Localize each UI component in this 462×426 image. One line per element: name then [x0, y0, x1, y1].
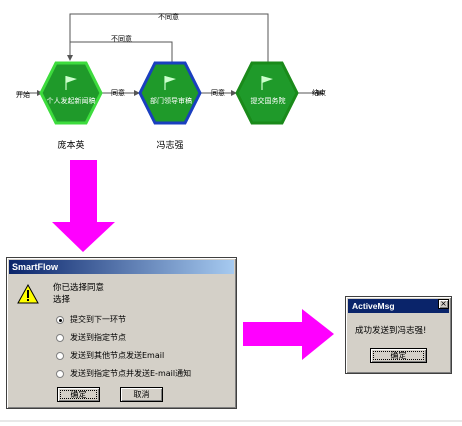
radio-button[interactable]	[56, 333, 64, 342]
node-2-hexagon	[138, 61, 202, 125]
option-other-node-email[interactable]: 发送到其他节点发送Email	[56, 350, 191, 368]
flag-icon	[261, 76, 273, 90]
activemsg-dialog: ActiveMsg × 成功发送到冯志强! 确定	[345, 296, 452, 374]
option-label: 发送到指定节点并发送E-mail通知	[70, 369, 192, 378]
option-specified-node-email[interactable]: 发送到指定节点并发送E-mail通知	[56, 368, 191, 386]
node-3-hexagon	[235, 61, 299, 125]
node-2-person: 冯志强	[156, 139, 183, 151]
ok-button[interactable]: 确定	[57, 387, 100, 402]
smartflow-dialog: SmartFlow 你已选择同意 选择 提交到下一环节 发送到指定节点 发送到其…	[6, 257, 237, 409]
reject-label-inner: 不同意	[111, 34, 132, 43]
node-3-label: 提交国务院	[251, 96, 286, 105]
radio-button[interactable]	[56, 315, 64, 324]
dialog-question: 你已选择同意 选择	[53, 282, 104, 306]
radio-button[interactable]	[56, 351, 64, 360]
option-next-step[interactable]: 提交到下一环节	[56, 314, 191, 332]
node-1-hexagon	[39, 61, 103, 125]
close-icon[interactable]: ×	[438, 299, 449, 309]
magenta-right-arrow	[243, 309, 334, 360]
option-label: 提交到下一环节	[70, 315, 126, 324]
reject-edge-outer	[67, 13, 269, 62]
start-label: 开始	[16, 90, 30, 99]
approve-label-1: 同意	[111, 88, 125, 97]
option-list: 提交到下一环节 发送到指定节点 发送到其他节点发送Email 发送到指定节点并发…	[56, 314, 191, 386]
question-line-2: 选择	[53, 295, 71, 305]
dialog-titlebar: SmartFlow	[9, 260, 234, 274]
magenta-down-arrow	[52, 160, 115, 252]
question-line-1: 你已选择同意	[53, 283, 105, 293]
flag-icon	[65, 76, 77, 90]
cancel-button[interactable]: 取消	[120, 387, 163, 402]
end-label: 结束	[312, 88, 326, 97]
warning-icon	[17, 284, 39, 304]
msgbox-message: 成功发送到冯志强!	[355, 326, 427, 336]
node-1-person: 庞本英	[57, 139, 84, 151]
option-label: 发送到其他节点发送Email	[70, 351, 165, 360]
flag-icon	[164, 76, 176, 90]
msgbox-titlebar: ActiveMsg	[348, 299, 449, 313]
reject-label-outer: 不同意	[158, 12, 179, 21]
option-label: 发送到指定节点	[70, 333, 126, 342]
node-1-label: 个人发起新闻稿	[47, 96, 96, 105]
option-specified-node[interactable]: 发送到指定节点	[56, 332, 191, 350]
msgbox-ok-button[interactable]: 确定	[370, 348, 427, 363]
reject-edge-inner	[70, 41, 173, 62]
approve-label-2: 同意	[211, 88, 225, 97]
node-2-label: 部门领导审稿	[150, 96, 192, 105]
radio-button[interactable]	[56, 369, 64, 378]
